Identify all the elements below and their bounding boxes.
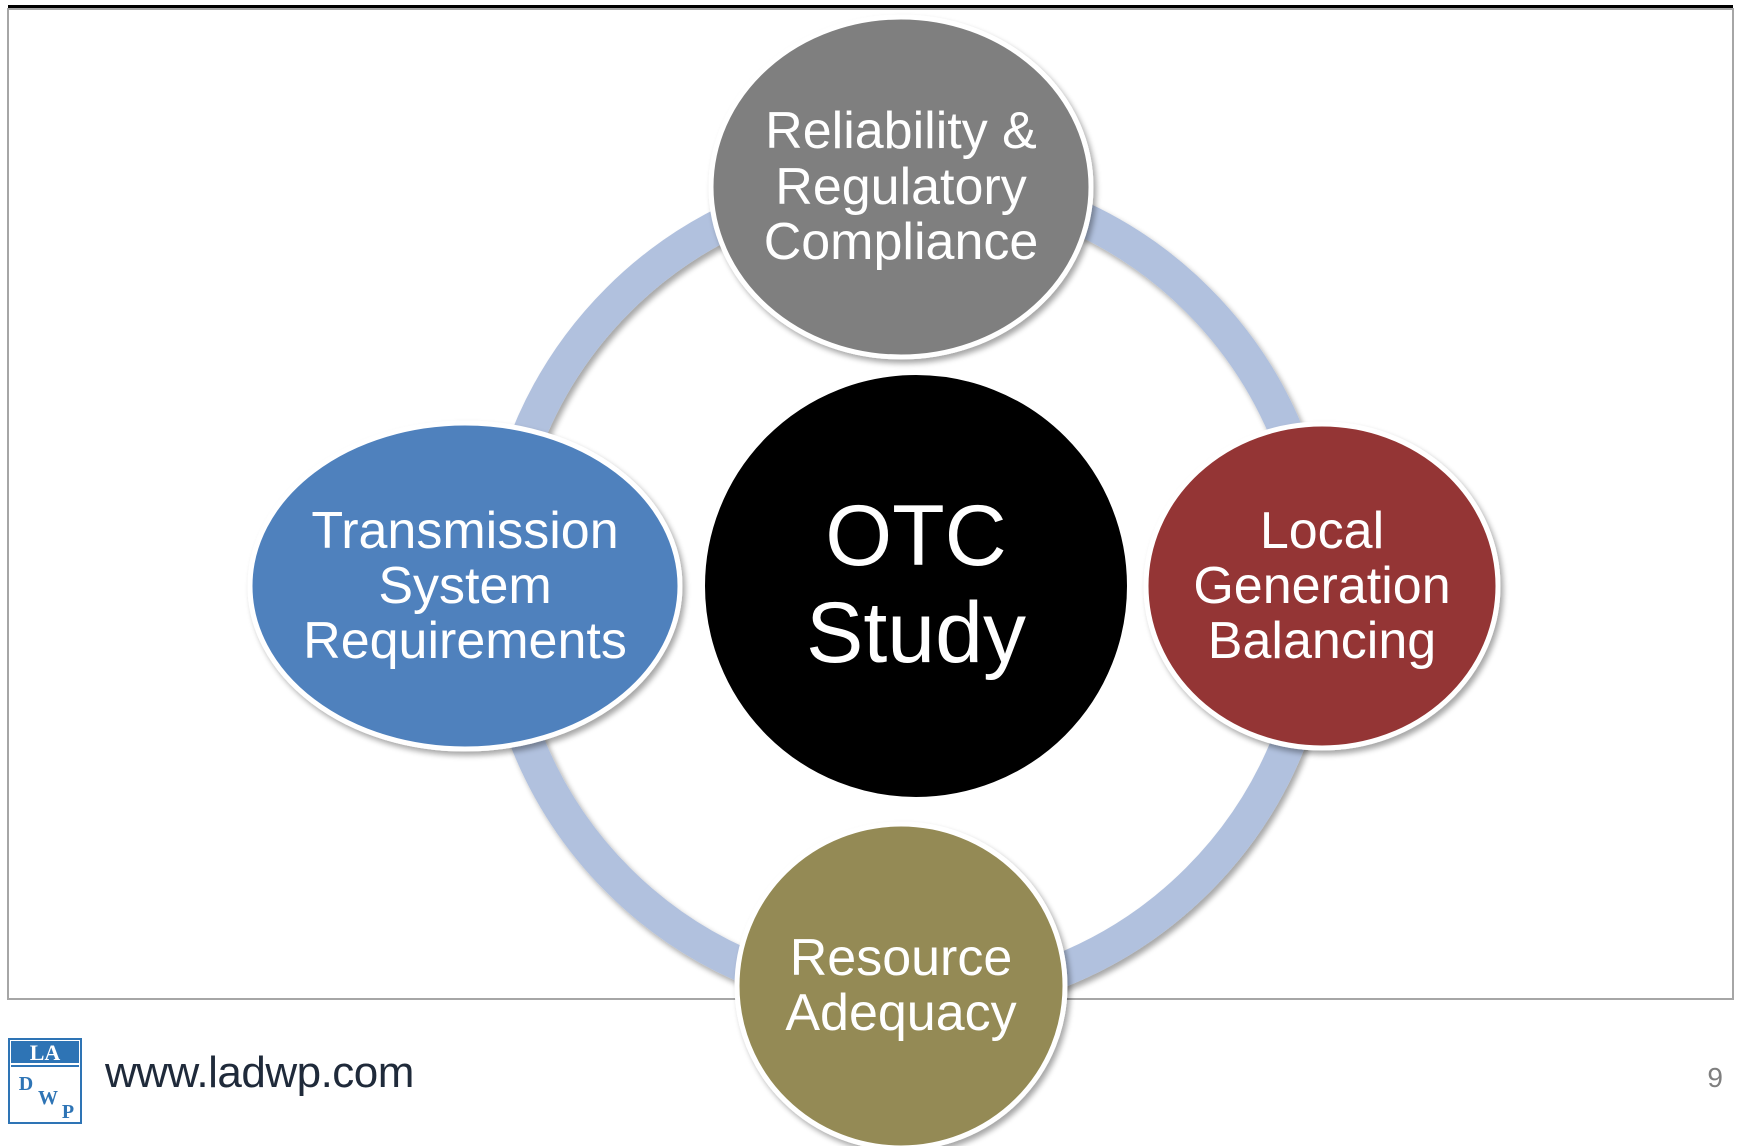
- node-resource-adequacy-line1: Resource: [790, 929, 1013, 987]
- node-reliability-line2: Regulatory: [775, 158, 1026, 216]
- node-transmission-ellipse: [247, 420, 683, 752]
- node-local-generation: Local Generation Balancing: [1143, 421, 1501, 751]
- svg-text:P: P: [62, 1101, 74, 1123]
- footer-url[interactable]: www.ladwp.com: [105, 1048, 414, 1097]
- page-number: 9: [1707, 1062, 1723, 1093]
- node-transmission-line1: Transmission: [311, 502, 618, 560]
- center-label-line2: Study: [806, 585, 1026, 681]
- svg-text:LA: LA: [30, 1040, 61, 1065]
- node-local-generation-line3: Balancing: [1208, 612, 1436, 670]
- node-local-generation-line1: Local: [1260, 502, 1384, 560]
- node-transmission: Transmission System Requirements: [247, 420, 683, 752]
- ladwp-logo: LA D W P: [8, 1038, 82, 1124]
- node-resource-adequacy: Resource Adequacy: [734, 821, 1068, 1146]
- node-reliability-ellipse: [708, 14, 1094, 360]
- node-reliability: Reliability & Regulatory Compliance: [708, 14, 1094, 360]
- node-reliability-line3: Compliance: [764, 213, 1039, 271]
- center-label-line1: OTC: [825, 488, 1007, 584]
- node-resource-adequacy-line2: Adequacy: [785, 984, 1016, 1042]
- svg-text:W: W: [38, 1087, 58, 1109]
- svg-text:D: D: [19, 1073, 33, 1095]
- center-node: OTC Study: [701, 371, 1131, 801]
- center-circle: [701, 371, 1131, 801]
- node-transmission-line3: Requirements: [303, 612, 627, 670]
- node-reliability-line1: Reliability &: [765, 102, 1037, 160]
- node-transmission-line2: System: [378, 557, 551, 615]
- node-local-generation-line2: Generation: [1193, 557, 1450, 615]
- node-resource-adequacy-ellipse: [734, 821, 1068, 1146]
- node-local-generation-ellipse: [1143, 421, 1501, 751]
